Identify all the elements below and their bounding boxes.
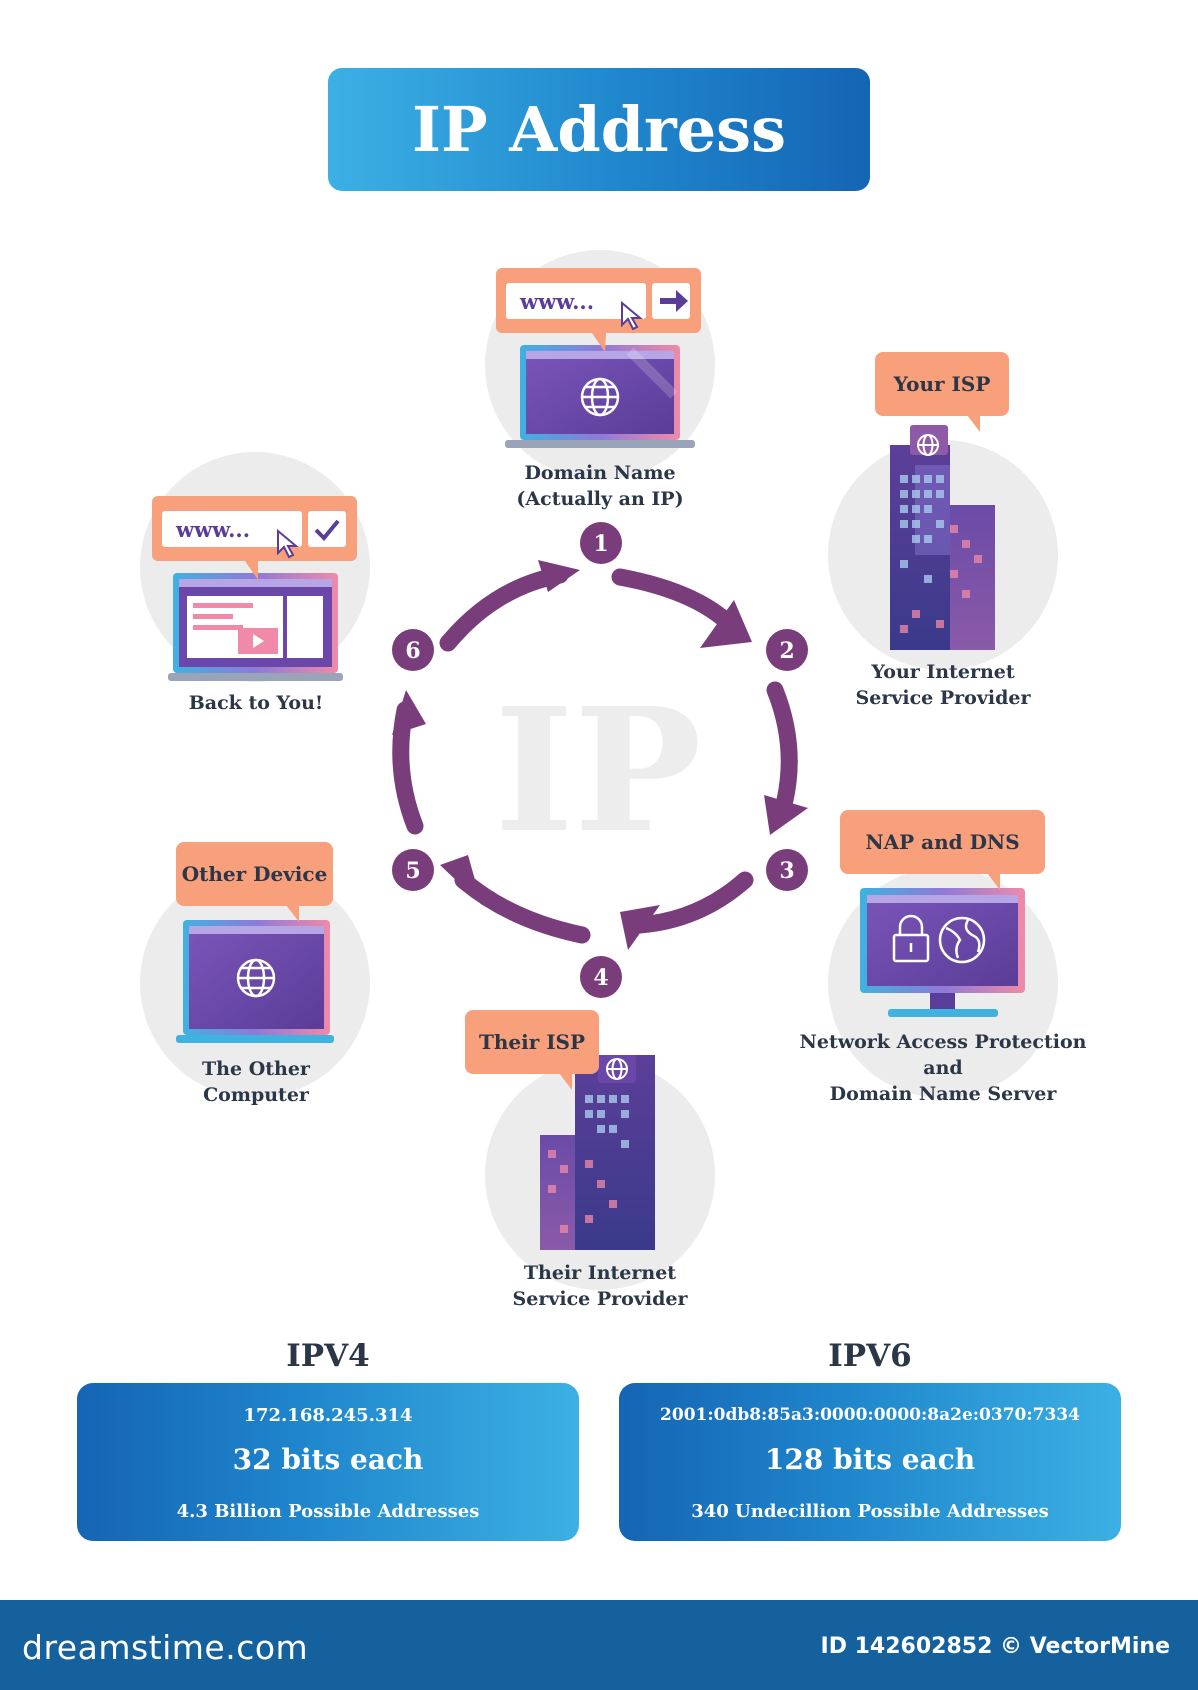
step5-bubble: Other Device xyxy=(176,842,333,922)
ipv4-bits: 32 bits each xyxy=(232,1443,424,1476)
arrow-4-to-5 xyxy=(454,871,591,944)
arrow-3-to-4 xyxy=(631,871,754,934)
step1-label: Domain Name(Actually an IP) xyxy=(516,462,684,510)
step1-url-bubble xyxy=(496,268,701,352)
step-number-4: 4 xyxy=(593,965,608,991)
step-number-5: 5 xyxy=(405,858,420,884)
step3-bubble: NAP and DNS xyxy=(840,810,1045,890)
globe-icon xyxy=(606,1058,628,1080)
arrow-right-icon xyxy=(660,290,688,312)
step-number-circles xyxy=(392,522,808,998)
footer-image-id: ID 142602852 © VectorMine xyxy=(820,1634,1170,1659)
arrow-1-to-2 xyxy=(611,568,734,629)
ipv4-box: 172.168.245.314 32 bits each 4.3 Billion… xyxy=(77,1383,579,1541)
footer-bar xyxy=(0,1600,1198,1690)
ip-cycle-diagram: IP 1 2 3 4 5 6 xyxy=(152,268,1025,1250)
checkmark-icon xyxy=(314,519,340,541)
step1-url-text: www... xyxy=(519,289,594,314)
ipv6-address: 2001:0db8:85a3:0000:0000:8a2e:0370:7334 xyxy=(660,1405,1080,1425)
step6-url-text: www... xyxy=(175,517,250,542)
cursor-icon xyxy=(621,300,643,331)
title-banner: IP Address xyxy=(328,68,870,191)
step2-building xyxy=(890,425,995,650)
arrow-2-to-3 xyxy=(766,681,798,809)
center-ip-watermark: IP xyxy=(494,671,701,871)
step-number-1: 1 xyxy=(593,531,608,557)
step4-bubble: Their ISP xyxy=(465,1010,599,1090)
globe-icon xyxy=(580,377,620,417)
play-icon xyxy=(253,634,264,648)
ipv4-heading: IPV4 xyxy=(286,1338,370,1374)
arrow-6-to-1 xyxy=(439,566,569,652)
globe-icon xyxy=(917,434,939,456)
step3-monitor xyxy=(860,888,1025,1017)
step6-url-bubble xyxy=(152,496,357,580)
cycle-arrowheads xyxy=(392,560,808,950)
globe-icon xyxy=(236,958,276,998)
footer-brand: dreamstime.com xyxy=(22,1628,309,1667)
step4-building xyxy=(540,1055,655,1250)
step6-laptop xyxy=(168,573,343,681)
page-title: IP Address xyxy=(412,93,786,166)
step-number-3: 3 xyxy=(779,858,794,884)
ipv4-address: 172.168.245.314 xyxy=(243,1405,413,1426)
step6-label: Back to You! xyxy=(188,692,324,714)
globe-icon xyxy=(938,916,986,964)
step1-laptop xyxy=(505,345,695,448)
step-number-6: 6 xyxy=(405,638,420,664)
cursor-icon xyxy=(277,528,299,559)
ipv6-bits: 128 bits each xyxy=(764,1443,976,1476)
padlock-icon xyxy=(892,914,930,963)
step-number-2: 2 xyxy=(779,638,794,664)
ipv6-heading: IPV6 xyxy=(828,1338,912,1374)
ipv6-possible: 340 Undecillion Possible Addresses xyxy=(691,1501,1049,1522)
ipv6-box: 2001:0db8:85a3:0000:0000:8a2e:0370:7334 … xyxy=(619,1383,1121,1541)
ipv4-possible: 4.3 Billion Possible Addresses xyxy=(176,1501,480,1522)
step2-bubble: Your ISP xyxy=(875,352,1009,432)
step5-laptop xyxy=(176,920,334,1043)
